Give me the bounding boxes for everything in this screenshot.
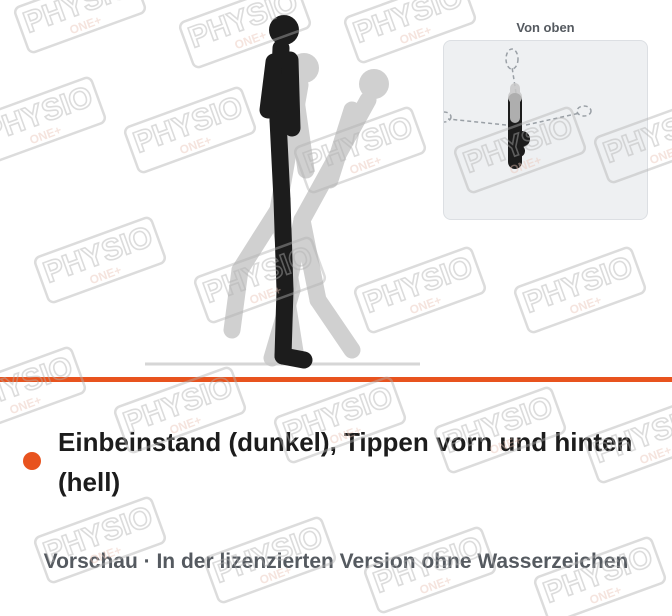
figure-stance xyxy=(259,15,313,369)
top-view-inset xyxy=(436,40,648,220)
inset-title: Von oben xyxy=(516,20,575,35)
exercise-caption: Einbeinstand (dunkel), Tippen vorn und h… xyxy=(58,427,632,497)
top-view-diagram xyxy=(436,48,592,169)
bullet-dot xyxy=(23,452,41,470)
preview-note: Vorschau · In der lizenzierten Version o… xyxy=(43,550,629,573)
section-divider xyxy=(0,377,672,382)
